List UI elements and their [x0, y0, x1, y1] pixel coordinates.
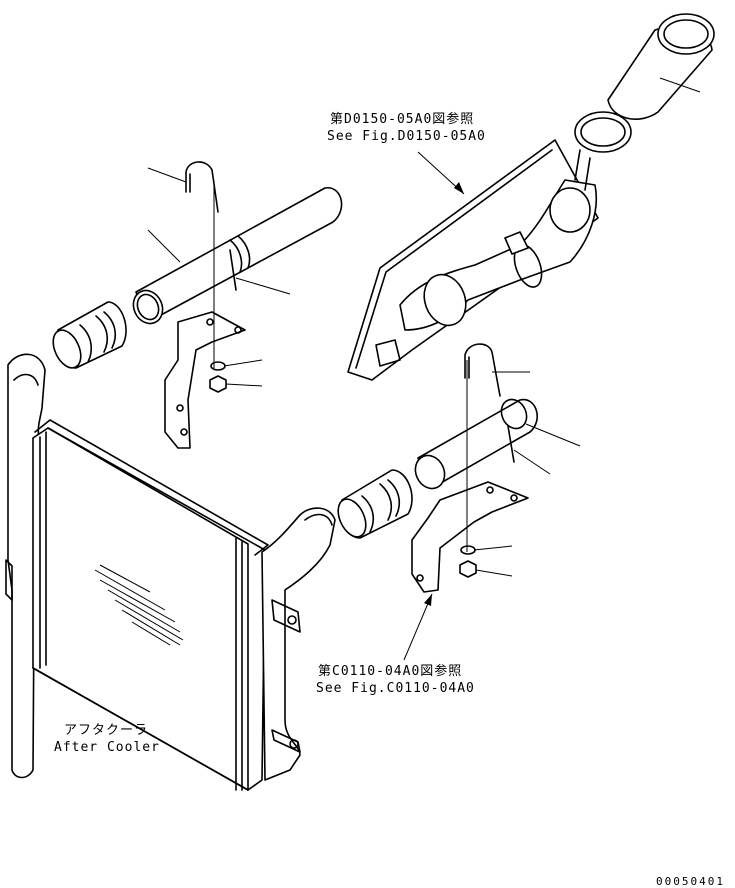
right-hose-assembly	[337, 343, 539, 593]
after-cooler	[5, 353, 336, 791]
ref-label-top-en: See Fig.D0150-05A0	[327, 129, 486, 144]
ref-label-bottom-jp: 第C0110-04A0図参照	[318, 664, 463, 679]
part-name-jp: アフタクーラ	[64, 723, 149, 738]
air-intake-assembly	[347, 13, 715, 381]
leader-lines	[147, 77, 701, 661]
ref-label-top-jp: 第D0150-05A0図参照	[330, 112, 475, 127]
ref-label-bottom-en: See Fig.C0110-04A0	[316, 681, 475, 696]
drawing-number: 00050401	[656, 875, 725, 888]
part-name-en: After Cooler	[54, 740, 160, 755]
left-hose-assembly	[52, 161, 343, 449]
